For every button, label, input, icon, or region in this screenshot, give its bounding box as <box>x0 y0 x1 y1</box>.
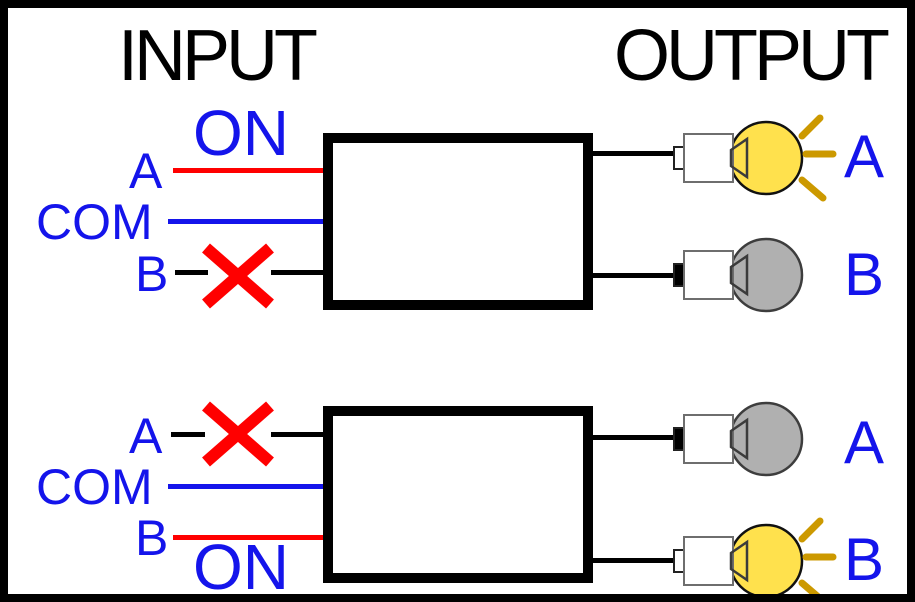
input-b-label: B <box>135 246 169 302</box>
input-com-wire <box>168 484 323 489</box>
input-a-label: A <box>129 143 163 199</box>
input-com-wire <box>168 219 323 224</box>
input-a-wire-segment-2 <box>271 432 323 437</box>
output-a-wire <box>593 151 678 156</box>
input-b-wire-segment-1 <box>175 270 208 275</box>
x-mark-icon <box>202 243 274 309</box>
input-b-label: B <box>135 510 169 566</box>
lamp-b-icon <box>673 517 837 594</box>
input-b-wire <box>173 535 323 540</box>
output-a-label: A <box>844 409 885 476</box>
control-box <box>323 133 593 310</box>
input-a-wire-segment-1 <box>171 432 205 437</box>
input-b-state-label: ON <box>193 531 289 602</box>
lamp-a-icon <box>673 114 837 202</box>
output-b-wire <box>593 273 678 278</box>
input-a-wire <box>173 168 323 173</box>
output-a-wire <box>593 435 678 440</box>
input-title: INPUT <box>118 16 318 96</box>
lamp-b-icon <box>673 237 804 313</box>
scenario-1: ON A COM B <box>8 8 907 594</box>
input-com-label: COM <box>36 459 153 515</box>
output-b-label: B <box>844 526 885 593</box>
input-a-label: A <box>129 408 163 464</box>
scenario-2: A COM B ON <box>8 8 907 594</box>
x-mark-icon <box>202 401 274 467</box>
output-title: OUTPUT <box>614 16 890 96</box>
input-a-state-label: ON <box>193 97 289 169</box>
input-b-wire-segment-2 <box>271 270 323 275</box>
output-b-wire <box>593 558 678 563</box>
output-b-label: B <box>844 241 885 308</box>
lamp-a-icon <box>673 401 804 477</box>
input-com-label: COM <box>36 194 153 250</box>
control-box <box>323 406 593 583</box>
output-a-label: A <box>844 123 885 190</box>
